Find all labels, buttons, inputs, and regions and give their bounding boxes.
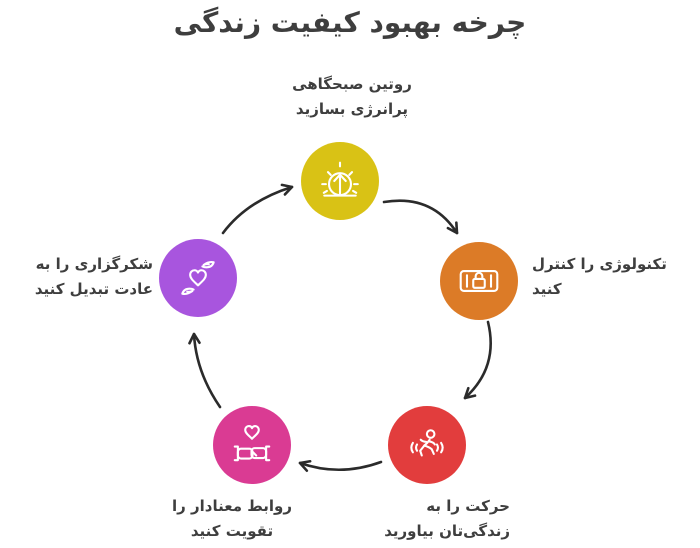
sunrise-icon [321, 161, 359, 197]
label-line: تقویت کنید [190, 522, 274, 540]
node-movement [388, 406, 466, 484]
label-line: عادت تبدیل کنید [34, 280, 153, 298]
arrow-relations-to-gratitude [188, 332, 222, 409]
label-line: حرکت را به [426, 497, 510, 515]
label-line: روابط معنادار را [172, 497, 292, 515]
label-line: تکنولوژی را کنترل [532, 255, 667, 273]
label-meaningful-relationships: روابط معنادار را تقویت کنید [132, 494, 332, 544]
label-control-technology: تکنولوژی را کنترل کنید [532, 252, 700, 302]
node-morning-routine [301, 142, 379, 220]
hands-heart-icon [181, 261, 215, 295]
label-line: روتین صبحگاهی [292, 75, 412, 93]
page-title: چرخه بهبود کیفیت زندگی [173, 6, 527, 39]
node-gratitude-habit [159, 239, 237, 317]
label-line: زندگی‌تان بیاورید [384, 522, 510, 540]
runner-icon [410, 429, 444, 457]
label-gratitude-habit: شکرگزاری را به عادت تبدیل کنید [35, 252, 153, 302]
label-morning-routine: روتین صبحگاهی پرانرژی بسازید [252, 72, 452, 122]
node-meaningful-relationships [213, 406, 291, 484]
label-line: پرانرژی بسازید [295, 100, 409, 118]
label-line: شکرگزاری را به [35, 255, 153, 273]
arrow-tech-to-movement [463, 320, 492, 400]
handshake-heart-icon [233, 425, 271, 462]
phone-lock-icon [459, 270, 499, 292]
label-line: کنید [532, 280, 562, 298]
label-movement: حرکت را به زندگی‌تان بیاورید [384, 494, 510, 544]
node-control-technology [440, 242, 518, 320]
arrow-movement-to-relations [298, 459, 383, 472]
arrow-gratitude-to-morning [221, 183, 294, 235]
arrow-morning-to-tech [382, 199, 459, 235]
